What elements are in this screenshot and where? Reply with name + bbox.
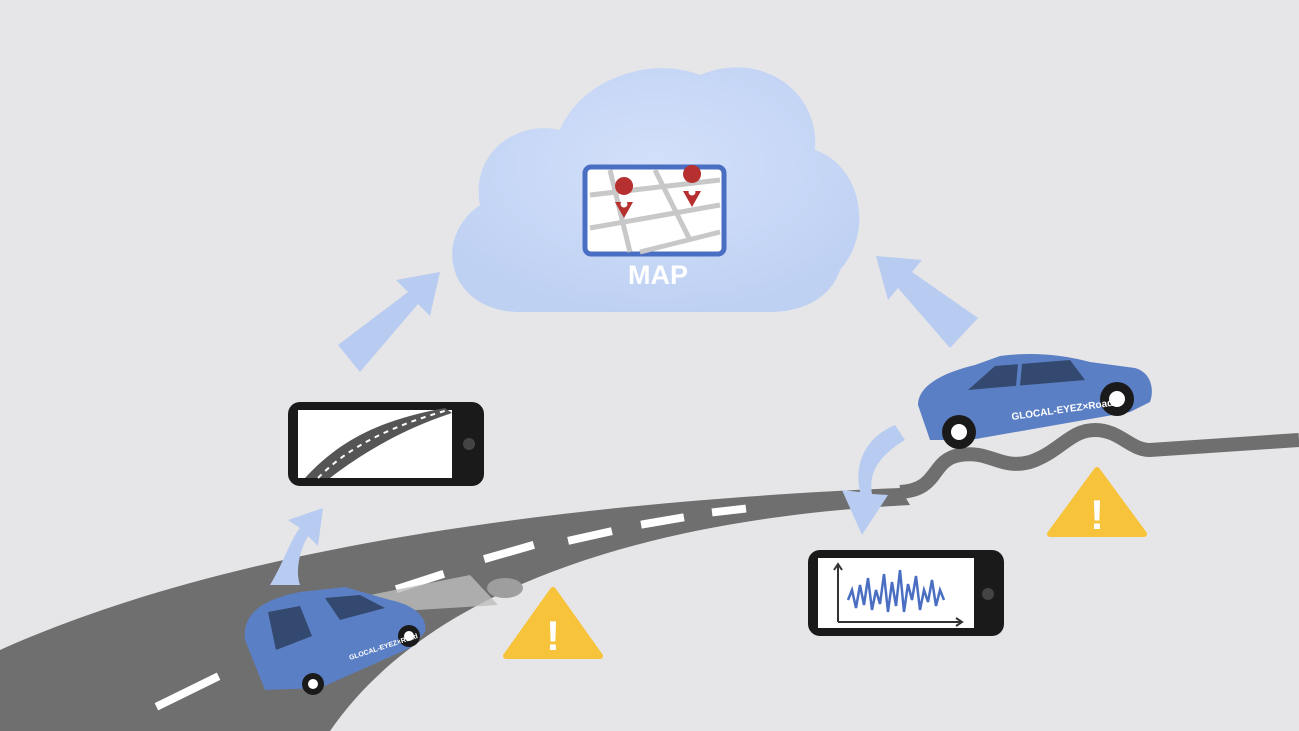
car-front-left: GLOCAL-EYEZ×Road xyxy=(244,587,426,695)
sensor-arrow xyxy=(842,425,905,535)
graph-axes xyxy=(833,562,964,627)
car-right-bump: GLOCAL-EYEZ×Road xyxy=(918,354,1152,449)
map-pin-icon xyxy=(615,177,634,218)
bumpy-road xyxy=(899,422,1299,499)
map-pin-icon xyxy=(683,165,702,207)
warning-symbol: ! xyxy=(1090,491,1104,538)
upload-arrow-right xyxy=(876,256,978,348)
warning-symbol: ! xyxy=(546,612,560,659)
map-label: MAP xyxy=(628,260,688,290)
main-road xyxy=(0,488,910,731)
phone-road-camera xyxy=(288,402,484,486)
camera-arrow xyxy=(270,508,323,585)
vibration-waveform xyxy=(846,569,946,613)
pothole xyxy=(487,578,523,598)
upload-arrow-left xyxy=(338,272,440,372)
map-icon xyxy=(582,164,727,257)
phone-vibration xyxy=(808,550,1004,636)
map-cloud: MAP xyxy=(452,67,860,312)
camera-beam xyxy=(370,575,523,612)
warning-icon: ! xyxy=(503,587,603,659)
warning-icon: ! xyxy=(1047,467,1147,538)
